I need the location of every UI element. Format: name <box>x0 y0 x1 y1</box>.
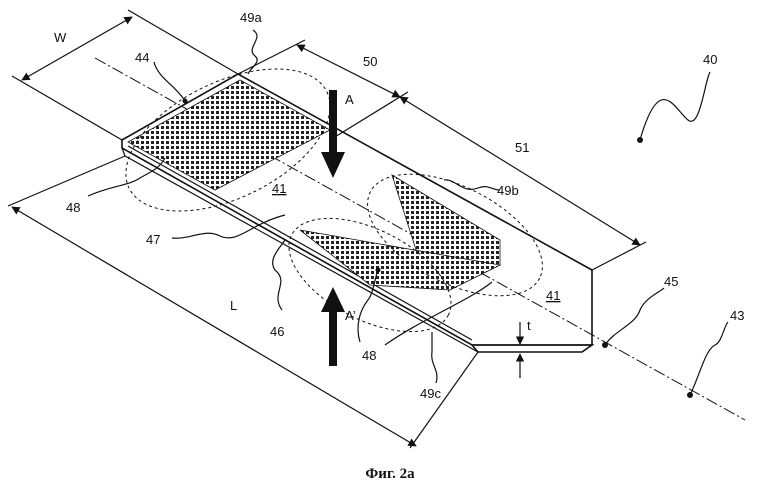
arrow-a-prime <box>321 287 345 366</box>
leader-40 <box>640 72 710 140</box>
label-44: 44 <box>135 50 149 65</box>
label-48-left: 48 <box>66 200 80 215</box>
leader-49c <box>432 332 437 383</box>
leader-44 <box>154 62 185 101</box>
dot-45 <box>602 342 608 348</box>
leader-46 <box>273 240 285 310</box>
label-48-bottom: 48 <box>362 348 376 363</box>
figure-caption: Фиг. 2а <box>365 466 415 482</box>
label-46: 46 <box>270 324 284 339</box>
label-41-top: 41 <box>272 181 286 196</box>
label-49a: 49a <box>240 10 262 25</box>
leader-48-left <box>88 158 165 196</box>
perforation-region-44 <box>128 80 330 190</box>
label-a: A <box>345 92 354 107</box>
label-45: 45 <box>664 274 678 289</box>
leader-48-bottom-b <box>385 282 492 345</box>
label-41-right: 41 <box>546 288 560 303</box>
label-50: 50 <box>363 54 377 69</box>
label-40: 40 <box>703 52 717 67</box>
label-49c: 49c <box>420 386 441 401</box>
label-a-prime: A’ <box>345 308 356 323</box>
plate-thickness-edge <box>472 345 592 352</box>
dot-44 <box>183 99 188 104</box>
arrow-a <box>321 90 345 178</box>
dot-43 <box>687 392 693 398</box>
label-w: W <box>54 30 67 45</box>
leader-49b <box>444 180 500 190</box>
leader-43 <box>690 322 728 395</box>
dot-40 <box>637 137 643 143</box>
label-49b: 49b <box>497 183 519 198</box>
label-43: 43 <box>730 308 744 323</box>
leader-45 <box>605 288 664 345</box>
label-51: 51 <box>515 140 529 155</box>
label-47: 47 <box>146 232 160 247</box>
label-l: L <box>230 298 237 313</box>
label-t: t <box>527 318 531 333</box>
dot-48-bottom <box>376 268 381 273</box>
leader-49a <box>248 30 257 74</box>
